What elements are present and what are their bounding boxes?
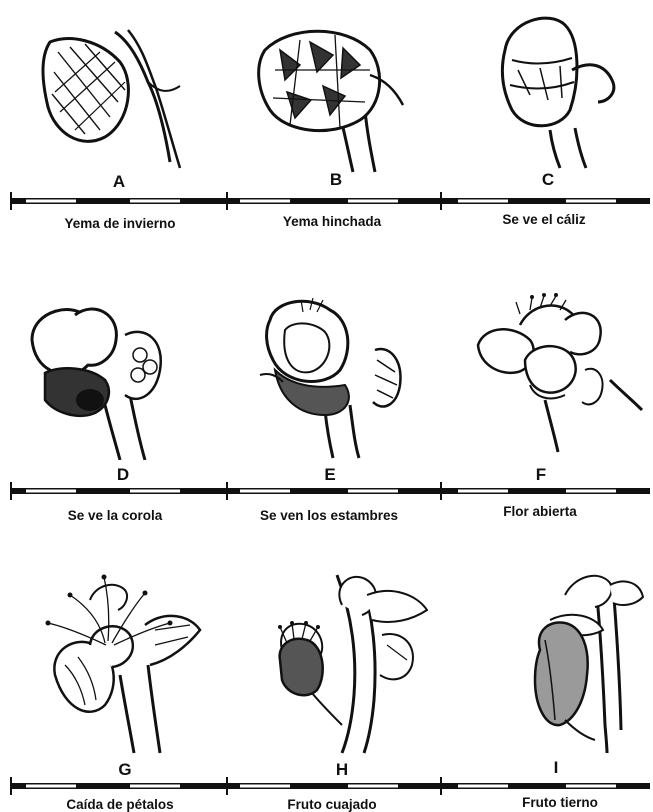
stage-name: Yema hinchada [232,214,432,229]
fruit-set-drawing [262,565,442,755]
stage-name: Flor abierta [440,504,640,519]
stage-name: Se ve el cáliz [444,212,644,227]
calyx-visible-bud-drawing [490,10,640,170]
stage-name: Fruto cuajado [232,797,432,812]
stage-scale-bar [10,190,650,212]
stage-name: Caída de pétalos [20,797,220,812]
stage-scale-bar [10,480,650,502]
stage-name: Yema de invierno [20,216,220,231]
stage-scale-bar [10,775,650,797]
open-flower-drawing [470,290,645,455]
stamens-visible-bud-drawing [255,290,425,460]
stage-name: Se ve la corola [15,508,215,523]
stage-name: Fruto tierno [460,795,653,810]
dormant-winter-bud-drawing [30,22,200,172]
stage-letter: C [528,170,568,190]
swollen-bud-drawing [245,20,415,175]
corolla-visible-bud-drawing [20,295,200,460]
stage-letter: B [316,170,356,190]
petal-fall-drawing [30,565,210,755]
young-fruit-drawing [495,565,645,755]
stage-name: Se ven los estambres [229,508,429,523]
stage-letter: A [99,172,139,192]
